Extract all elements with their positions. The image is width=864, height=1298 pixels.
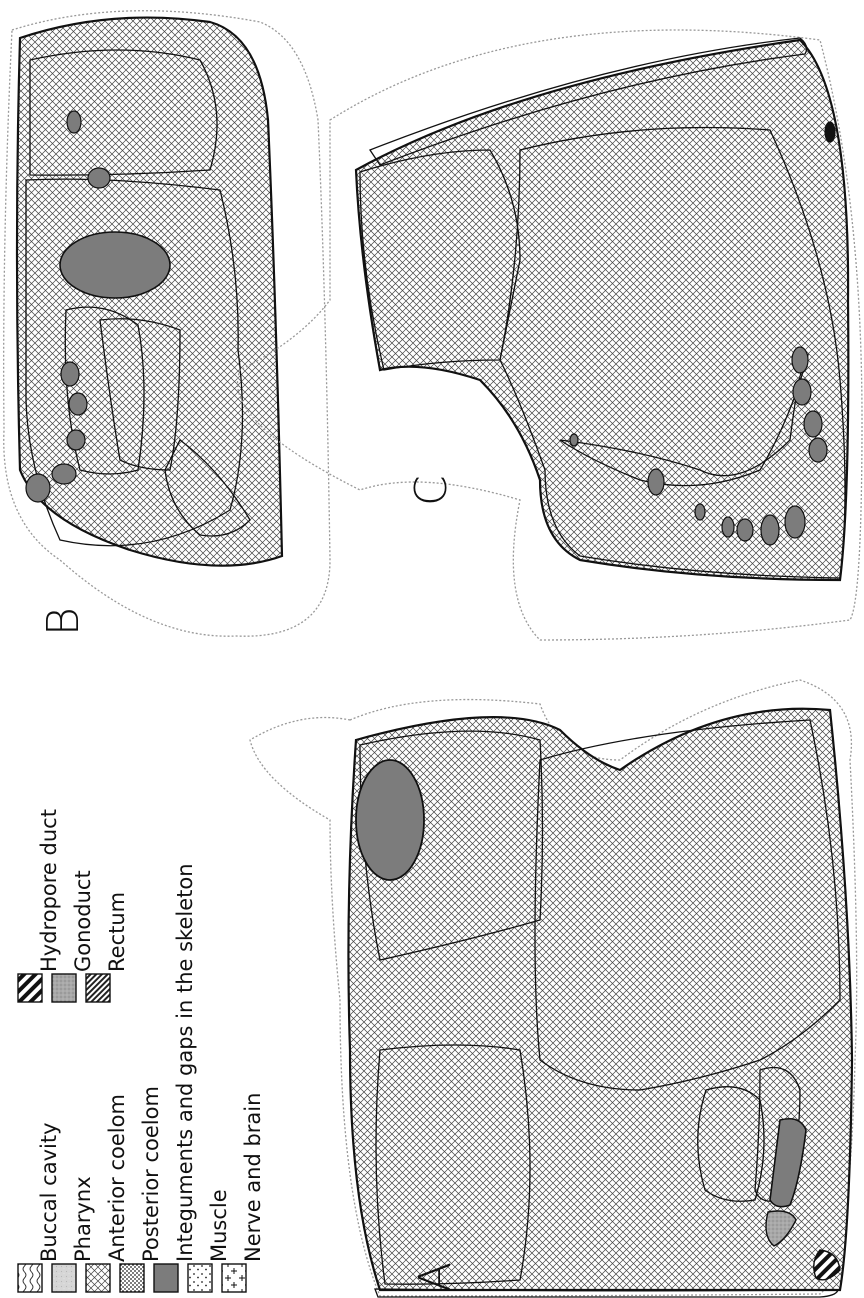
legend-swatch-crosshatch bbox=[86, 1264, 110, 1292]
legend-label-gonoduct: Gonoduct bbox=[71, 870, 95, 972]
legend-swatch-sparse-dots bbox=[188, 1264, 212, 1292]
figure-a-label: A bbox=[410, 1262, 461, 1292]
legend: Buccal cavity Pharynx Anterior coelom Po… bbox=[18, 809, 265, 1292]
figure-c-label: C bbox=[406, 475, 457, 506]
legend-swatch-fine-diagonal bbox=[86, 974, 110, 1002]
legend-label-integuments: Integuments and gaps in the skeleton bbox=[173, 863, 197, 1262]
figure-a: A bbox=[250, 680, 857, 1297]
legend-swatch-bold-diagonal bbox=[18, 974, 42, 1002]
figure-b-large-integument bbox=[60, 232, 170, 298]
figure-c: C bbox=[238, 30, 863, 640]
legend-label-pharynx: Pharynx bbox=[71, 1176, 95, 1262]
figure-a-large-integument bbox=[356, 760, 424, 880]
legend-swatch-medium-stipple bbox=[52, 974, 76, 1002]
legend-swatch-dense-dots bbox=[120, 1264, 144, 1292]
legend-label-muscle: Muscle bbox=[207, 1189, 231, 1262]
figure-b-label: B bbox=[38, 607, 89, 636]
legend-swatch-light-stipple bbox=[52, 1264, 76, 1292]
legend-label-rectum: Rectum bbox=[105, 892, 129, 972]
legend-label-buccal-cavity: Buccal cavity bbox=[37, 1122, 61, 1262]
legend-label-nerve-and-brain: Nerve and brain bbox=[241, 1093, 265, 1262]
legend-swatch-wave bbox=[18, 1264, 42, 1292]
legend-swatch-plus bbox=[222, 1264, 246, 1292]
legend-label-anterior-coelom: Anterior coelom bbox=[105, 1094, 129, 1262]
legend-label-posterior-coelom: Posterior coelom bbox=[139, 1086, 163, 1262]
legend-label-hydropore-duct: Hydropore duct bbox=[37, 809, 61, 972]
legend-swatch-dark-gray bbox=[154, 1264, 178, 1292]
figure-b: B bbox=[4, 11, 330, 636]
